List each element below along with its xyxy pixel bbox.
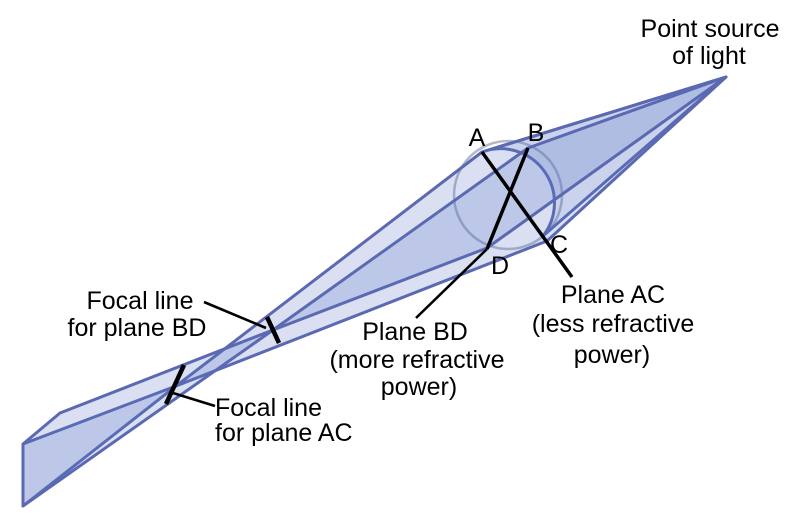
lens-point-c-label: C [550, 231, 568, 259]
plane-ac-label-line3: power) [574, 341, 650, 369]
focal-line-ac-label-line1: Focal line [215, 394, 322, 422]
focal-line-ac-label-line2: for plane AC [215, 419, 353, 447]
plane-ac-line [480, 150, 574, 279]
plane-bd-label-line2: (more refractive [329, 346, 504, 374]
lens-point-a-label: A [469, 124, 486, 152]
plane-bd-label-line1: Plane BD [362, 318, 468, 346]
focal-line-bd-label-line1: Focal line [87, 287, 194, 315]
plane-bd-pointer-line [415, 248, 488, 319]
focal-ac-label-pointer [172, 391, 216, 408]
plane-bd-label-line3: power) [381, 373, 457, 401]
plane-bd-line [485, 147, 530, 250]
focal-line-ac-tick [163, 364, 187, 405]
lens-point-d-label: D [491, 252, 509, 280]
point-source-label-line1: Point source [641, 15, 780, 43]
beam-plane-bd-diverging [21, 328, 275, 508]
point-source-label-line2: of light [672, 42, 746, 70]
focal-line-bd-label-line2: for plane BD [68, 314, 207, 342]
plane-ac-label-line1: Plane AC [561, 281, 665, 309]
focal-line-bd-tick [264, 316, 282, 344]
focal-bd-label-pointer [203, 300, 267, 330]
lens-point-b-label: B [528, 119, 545, 147]
plane-ac-label-line2: (less refractive [532, 310, 695, 338]
